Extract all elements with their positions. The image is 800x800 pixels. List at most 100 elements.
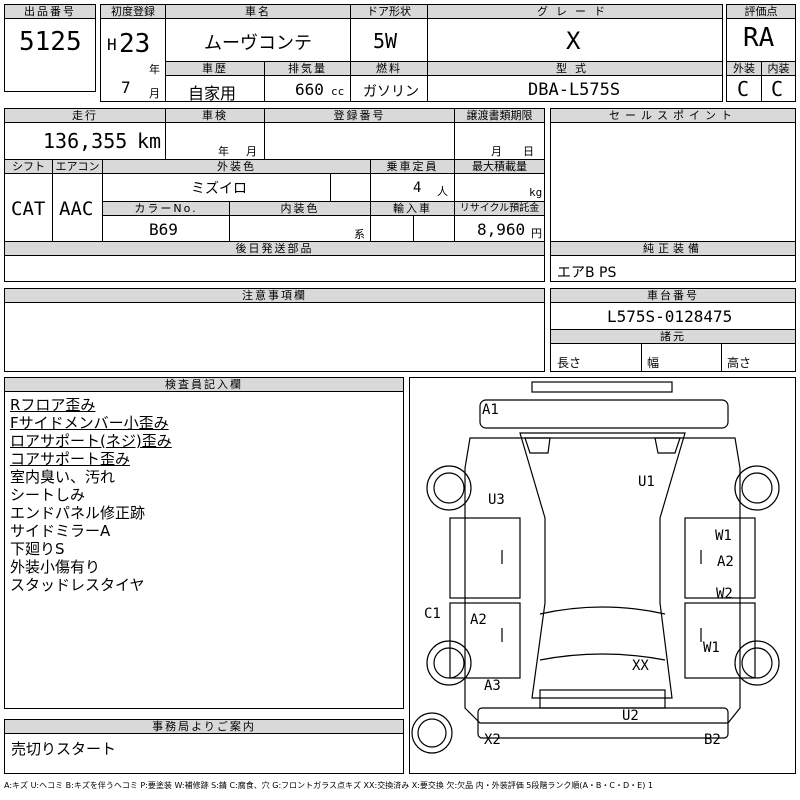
lot-no-box: 出品番号 5125: [4, 4, 96, 92]
note-line: コアサポート歪み: [10, 450, 131, 468]
model-code-label: 型式: [428, 62, 722, 76]
fuel-box: 燃料 ガソリン: [350, 61, 428, 102]
grade-box: グレード X: [427, 4, 723, 62]
mileage-box: 走行 136,355 km: [4, 108, 166, 160]
history-value: 自家用: [188, 84, 237, 102]
rear-window-line: [539, 606, 666, 615]
note-line: ロアサポート(ネジ)歪み: [10, 432, 172, 450]
score-value: RA: [743, 23, 775, 53]
note-line: 室内臭い、汚れ: [10, 468, 116, 486]
door-box: ドア形状 5W: [350, 4, 428, 62]
ext-color-value: ミズイロ: [191, 181, 247, 197]
grade-value: X: [566, 27, 581, 55]
import-divider: [413, 215, 414, 241]
transfer-label: 譲渡書類期限: [455, 109, 544, 123]
caution-box: 注意事項欄: [4, 288, 545, 372]
exterior-label: 外装: [727, 62, 761, 76]
rear-glass-line: [539, 653, 666, 661]
wheel-rf: [734, 465, 780, 511]
capacity-box: 乗車定員 4 人: [370, 159, 455, 202]
interior-grade-value: C: [771, 77, 784, 101]
car-name-value: ムーヴコンテ: [204, 33, 312, 54]
mark-roof: U1: [638, 474, 655, 490]
wheel-lf-inner: [433, 472, 465, 504]
dimensions-box: 諸元 長さ 幅 高さ: [550, 329, 796, 372]
door-value: 5W: [373, 29, 398, 53]
left-front-door: [449, 517, 521, 599]
wiper-left: [524, 437, 551, 454]
max-load-box: 最大積載量 kg: [454, 159, 545, 202]
recycle-box: リサイクル預託金 8,960 円: [454, 201, 545, 242]
history-label: 車歴: [166, 62, 264, 76]
damage-diagram-box: A1 U1 U3 W1 A2 W2 W1 C1 A2 XX A3 U2 X2 B…: [409, 377, 796, 774]
cabin-outline: [519, 432, 686, 699]
color-no-label: カラーNo.: [103, 202, 229, 216]
import-label: 輸入車: [371, 202, 454, 216]
aircon-value: AAC: [59, 198, 94, 220]
car-diagram: A1 U1 U3 W1 A2 W2 W1 C1 A2 XX A3 U2 X2 B…: [411, 381, 780, 754]
rear-hatch: [539, 689, 666, 709]
note-line: 下廻りS: [10, 540, 65, 558]
caution-label: 注意事項欄: [5, 289, 544, 303]
inspector-box: 検査員記入欄 Rフロア歪み Fサイドメンバー小歪み ロアサポート(ネジ)歪み コ…: [4, 377, 404, 709]
office-note-value: 売切りスタート: [11, 740, 117, 758]
first-reg-label: 初度登録: [101, 5, 165, 19]
interior-label: 内装: [762, 62, 795, 76]
displacement-box: 排気量 660 cc: [264, 61, 351, 102]
km-unit: km: [137, 129, 162, 153]
mark-rear-bumper: U2: [622, 708, 639, 724]
import-box: 輸入車: [370, 201, 455, 242]
dim-divider-1: [641, 343, 642, 371]
spare-tire: [411, 712, 453, 754]
displacement-value: 660: [295, 80, 324, 99]
ext-color-box: 外装色 ミズイロ: [102, 159, 371, 202]
hood-front-outline: [479, 399, 729, 429]
shift-box: シフト CAT: [4, 159, 53, 242]
transfer-day-unit: 日: [523, 145, 534, 158]
capacity-label: 乗車定員: [371, 160, 454, 174]
front-bumper-outline: [531, 381, 673, 393]
model-code-value: DBA-L575S: [528, 80, 621, 100]
reg-no-label: 登録番号: [265, 109, 454, 123]
inspector-notes-list: Rフロア歪み Fサイドメンバー小歪み ロアサポート(ネジ)歪み コアサポート歪み…: [10, 396, 172, 594]
color-no-value: B69: [149, 220, 178, 239]
cc-unit: cc: [331, 85, 345, 98]
shift-value: CAT: [11, 198, 46, 220]
score-label: 評価点: [727, 5, 795, 19]
mark-left-rear-door: A2: [470, 612, 487, 628]
yen-unit: 円: [531, 227, 542, 240]
door-label: ドア形状: [351, 5, 427, 19]
aircon-box: エアコン AAC: [52, 159, 103, 242]
chassis-value: L575S-0128475: [607, 307, 733, 326]
reg-no-box: 登録番号: [264, 108, 455, 160]
sales-point-box: セールスポイント: [550, 108, 796, 242]
insp-year-unit: 年: [218, 145, 229, 158]
era-label: H: [107, 35, 117, 54]
lot-no-value: 5125: [19, 27, 82, 57]
ext-color-label: 外装色: [103, 160, 370, 174]
mark-left-rear-quarter: A3: [484, 678, 501, 694]
wheel-lr: [426, 640, 472, 686]
persons-unit: 人: [437, 185, 448, 198]
mark-right-front-door-a: A2: [717, 554, 734, 570]
month-unit: 月: [149, 87, 160, 100]
first-reg-box: 初度登録 H 23 年 7 月: [100, 4, 166, 102]
exterior-grade-box: 外装 C: [726, 61, 762, 102]
fuel-value: ガソリン: [363, 84, 419, 100]
damage-legend: A:キズ U:ヘコミ B:キズを伴うヘコミ P:要塗装 W:補修跡 S:錆 C:…: [4, 781, 653, 790]
chassis-label: 車台番号: [551, 289, 795, 303]
transfer-month-unit: 月: [491, 145, 502, 158]
first-reg-year: 23: [119, 29, 151, 59]
fuel-label: 燃料: [351, 62, 427, 76]
color-no-box: カラーNo. B69: [102, 201, 230, 242]
office-box: 事務局よりご案内 売切りスタート: [4, 719, 404, 774]
mark-right-rear-door: W2: [716, 586, 733, 602]
note-line: Rフロア歪み: [10, 396, 96, 414]
car-name-box: 車名 ムーヴコンテ: [165, 4, 351, 62]
note-line: Fサイドメンバー小歪み: [10, 414, 169, 432]
first-reg-month: 7: [121, 78, 131, 97]
dimensions-label: 諸元: [551, 330, 795, 344]
year-unit: 年: [149, 63, 160, 76]
note-line: スタッドレスタイヤ: [10, 576, 145, 594]
note-line: 外装小傷有り: [10, 558, 101, 576]
